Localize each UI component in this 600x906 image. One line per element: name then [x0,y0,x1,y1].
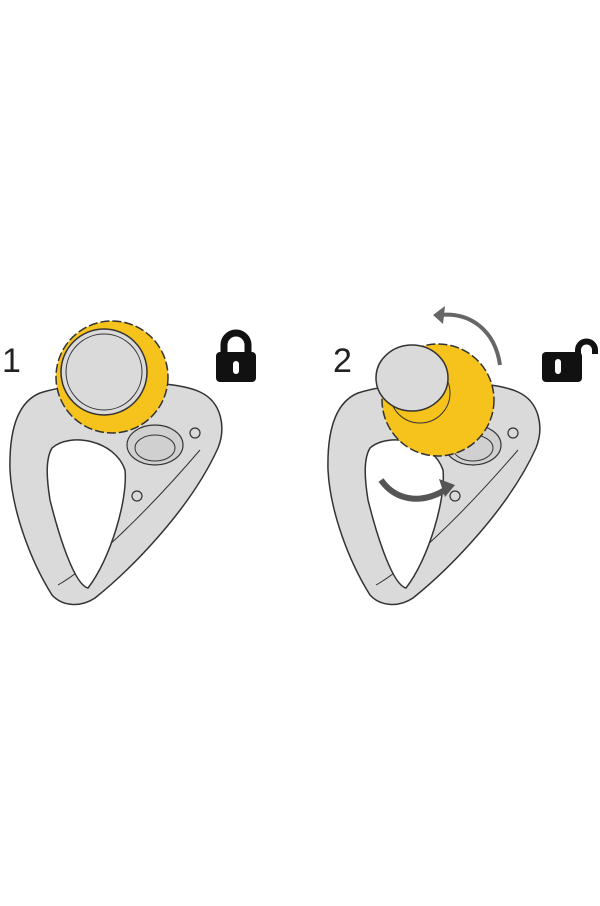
locking-knob-tightened [55,320,169,434]
rotation-arrow-top-icon [433,306,502,366]
unlocked-padlock-icon [542,338,598,382]
locked-padlock-icon [216,329,256,382]
rotation-arrow-bottom-icon [378,478,455,502]
locking-knob-loosened [375,343,495,457]
step-2-label: 2 [333,342,352,380]
step-1-label: 1 [2,342,21,380]
